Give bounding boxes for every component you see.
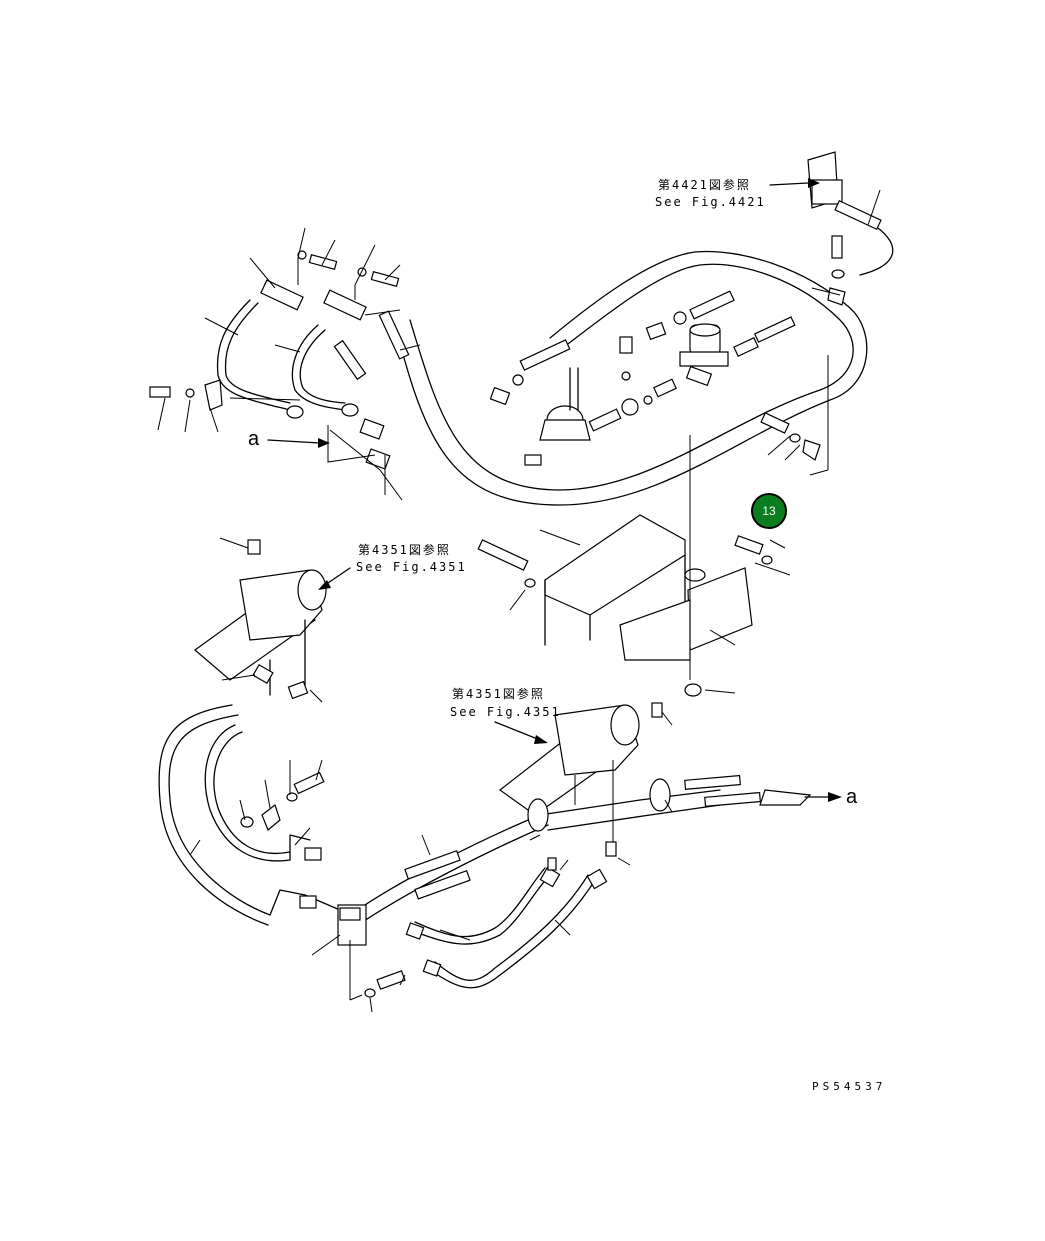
ref-4351-top-jp: 第4351図参照 [358,543,451,557]
upper-right-bracket [760,151,894,476]
lower-fittings [240,771,812,998]
upper-loop-hose [394,250,868,506]
ref-4421-jp: 第4421図参照 [658,178,751,192]
marker-a-right: a [846,786,858,808]
ref-4351-bottom-en: See Fig.4351 [450,705,561,719]
drawing-number: PS54537 [812,1080,887,1093]
lower-leaders [189,759,673,1013]
ref-4351-top-en: See Fig.4351 [356,560,467,574]
center-lower-cylinder [498,702,673,850]
center-bracket [477,435,791,697]
callout-13-button[interactable]: 13 [751,493,787,529]
ref-4421-en: See Fig.4421 [655,195,766,209]
upper-left-tubes [204,299,346,411]
upper-left-cylinder [194,537,327,703]
center-upper-components [489,290,796,466]
reference-arrows [267,178,842,802]
lower-tubes [158,704,721,989]
marker-a-left: a [248,428,260,450]
ref-4351-bottom-jp: 第4351図参照 [452,687,545,701]
upper-left-leaders [157,227,421,501]
upper-left-fittings [149,250,410,470]
